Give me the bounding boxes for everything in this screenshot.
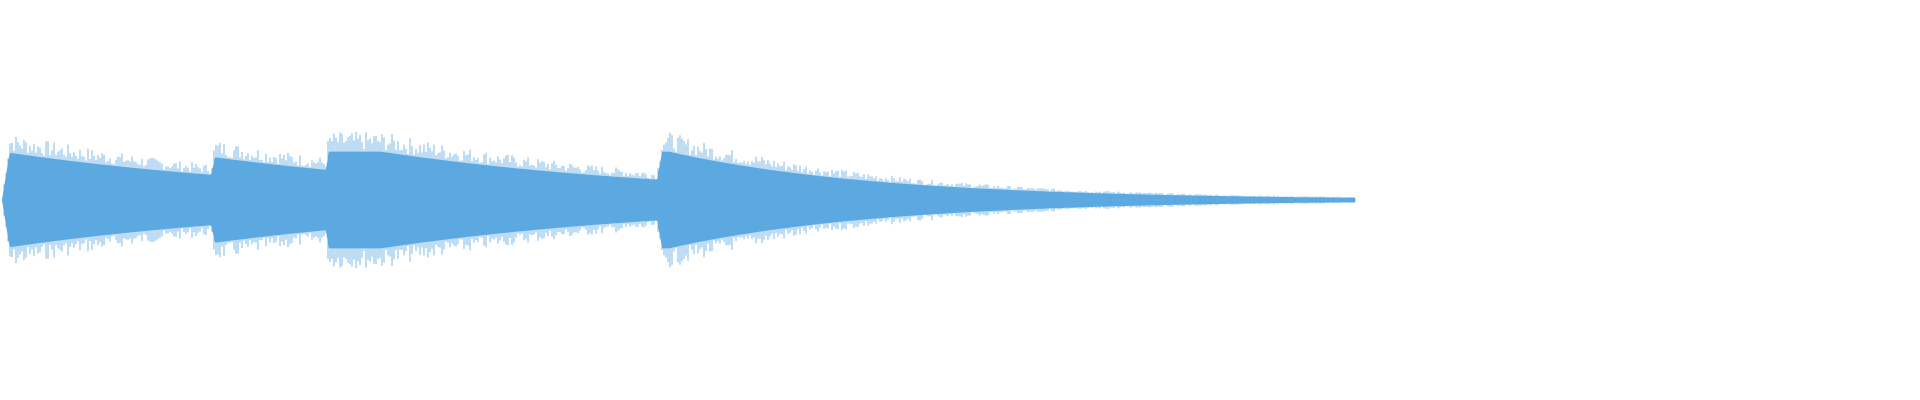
audio-waveform [1, 132, 1356, 268]
